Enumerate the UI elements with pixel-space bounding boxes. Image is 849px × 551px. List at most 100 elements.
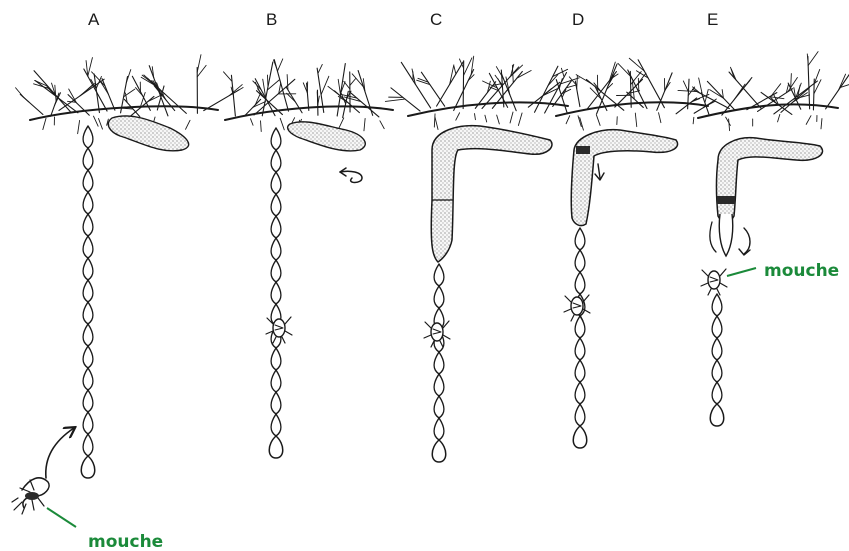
panel-label-d: D [572,10,584,29]
larva-body-d [571,130,677,226]
thread-droplet [271,238,281,260]
branch-network [678,52,849,131]
twig-hair [339,118,344,128]
twig-fork [771,84,780,96]
thread-droplet [83,280,93,302]
twig-fork [344,81,350,89]
twig-hair [380,121,384,129]
twig [358,71,373,116]
thread-end-drop [710,404,724,426]
thread-droplet [434,374,444,396]
twig-fork [328,86,339,95]
twig-hair [280,118,284,130]
twig-hair [693,117,694,124]
approaching-fly [12,478,49,514]
larva-band-e [717,196,735,204]
twig-fork [576,75,591,84]
twig-fork [229,85,242,96]
panel-d [556,58,716,448]
twig-fork [464,58,472,76]
twig-hair [510,112,513,123]
twig-fork [197,55,201,73]
twig-fork [321,76,329,94]
twig-hair [806,116,811,125]
sticky-thread [573,228,587,448]
thread-droplet [271,150,281,172]
twig-hair [435,117,438,129]
twig-fork [88,58,93,77]
thread-droplet [271,260,281,282]
twig-fork [318,64,322,73]
twig-fork [223,72,232,82]
larva-body-a [108,116,188,151]
twig [707,81,734,109]
twig-fork [629,73,634,83]
twig-fork [255,94,260,105]
twig-hair [659,113,661,123]
twig [35,81,78,113]
twig-hair [497,115,500,124]
thread-droplet [83,148,93,170]
panel-label-a: A [88,10,100,29]
panel-b [223,59,393,458]
twig [627,92,644,107]
thread-droplet [712,338,722,360]
twig-hair [364,118,365,130]
callout-line-e [727,268,756,276]
trapped-fly [701,269,727,295]
thread-droplet [271,392,281,414]
twig-hair [94,116,99,126]
twig-hair [635,113,636,127]
twig-hair [729,119,730,131]
twig [255,79,275,116]
thread-end-drop [81,456,95,478]
twig-fork [618,63,631,76]
thread-droplet [271,128,281,150]
twig-fork [81,85,92,95]
twig-fork [350,78,356,85]
callout-label-e: mouche [764,261,839,281]
twig-fork [561,68,564,77]
thread-droplet [575,404,585,426]
branch-network [385,56,579,129]
twig-hair [475,114,476,120]
twig-fork [629,58,644,71]
thread-droplet [83,192,93,214]
twig-hair [821,119,822,129]
thread-droplet [83,170,93,192]
thread-droplet [575,382,585,404]
twig [638,60,664,108]
twig-hair [43,118,46,129]
branch-network [556,58,716,130]
twig-hair [596,115,600,126]
thread-droplet [712,360,722,382]
thread-droplet [83,258,93,280]
thread-droplet [575,316,585,338]
thread-droplet [83,214,93,236]
thread-droplet [271,414,281,436]
thread-droplet [83,236,93,258]
thread-droplet [271,216,281,238]
thread-droplet [83,390,93,412]
sticky-thread [710,294,724,426]
larva-band-d [576,146,590,154]
twig-hair [250,119,253,126]
twig [349,92,379,117]
twig-hair [485,115,487,122]
twig-fork [496,67,503,79]
thread-droplet [83,434,93,456]
thread-end-drop [432,440,446,462]
thread-droplet [434,396,444,418]
twig [34,71,71,113]
trapped-fly [424,321,450,347]
thread-droplet [434,418,444,440]
twig-fork [454,66,456,74]
main-branch [556,102,708,116]
twig-hair [78,120,80,133]
thread-droplet [271,282,281,304]
thread-droplet [575,250,585,272]
twig-hair [456,113,460,120]
approach-arrow [46,428,74,478]
